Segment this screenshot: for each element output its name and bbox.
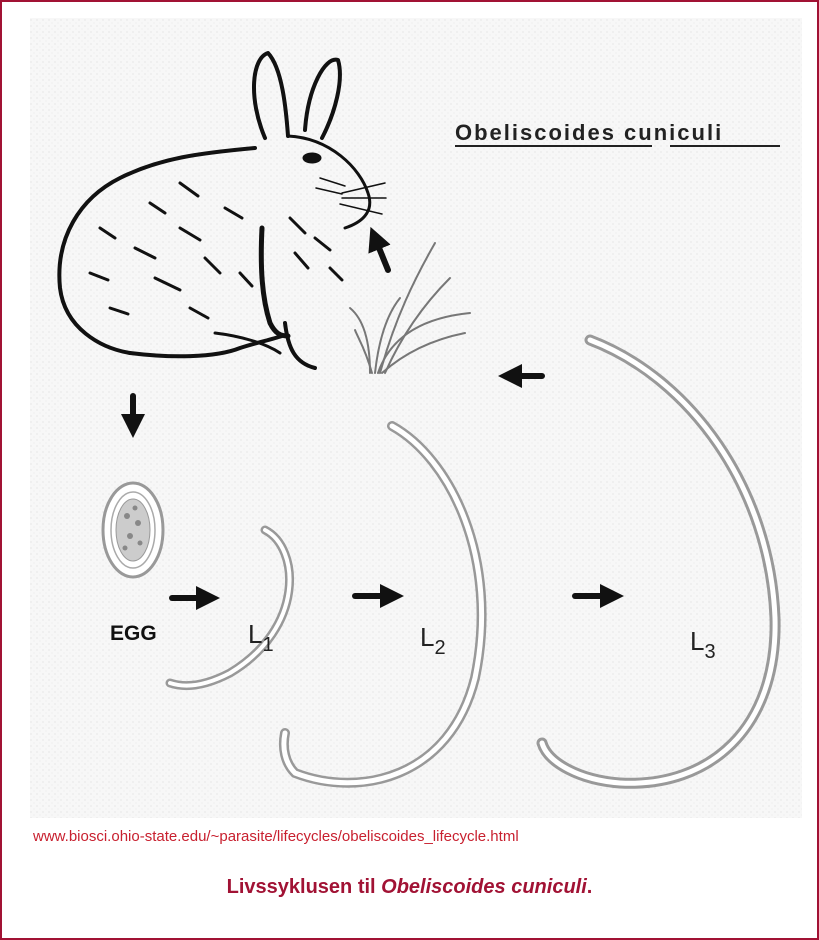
figure-caption: Livssyklusen til Obeliscoides cuniculi. bbox=[0, 876, 819, 899]
figure-title: Obeliscoides cuniculi bbox=[455, 120, 723, 145]
egg bbox=[103, 483, 163, 577]
caption-species: Obeliscoides cuniculi bbox=[381, 876, 587, 898]
source-link[interactable]: www.biosci.ohio-state.edu/~parasite/life… bbox=[33, 828, 519, 845]
lifecycle-figure: Obeliscoides cuniculi bbox=[30, 18, 802, 818]
caption-suffix: . bbox=[587, 876, 593, 898]
caption-prefix: Livssyklusen til bbox=[227, 876, 382, 898]
label-egg: EGG bbox=[110, 622, 157, 645]
